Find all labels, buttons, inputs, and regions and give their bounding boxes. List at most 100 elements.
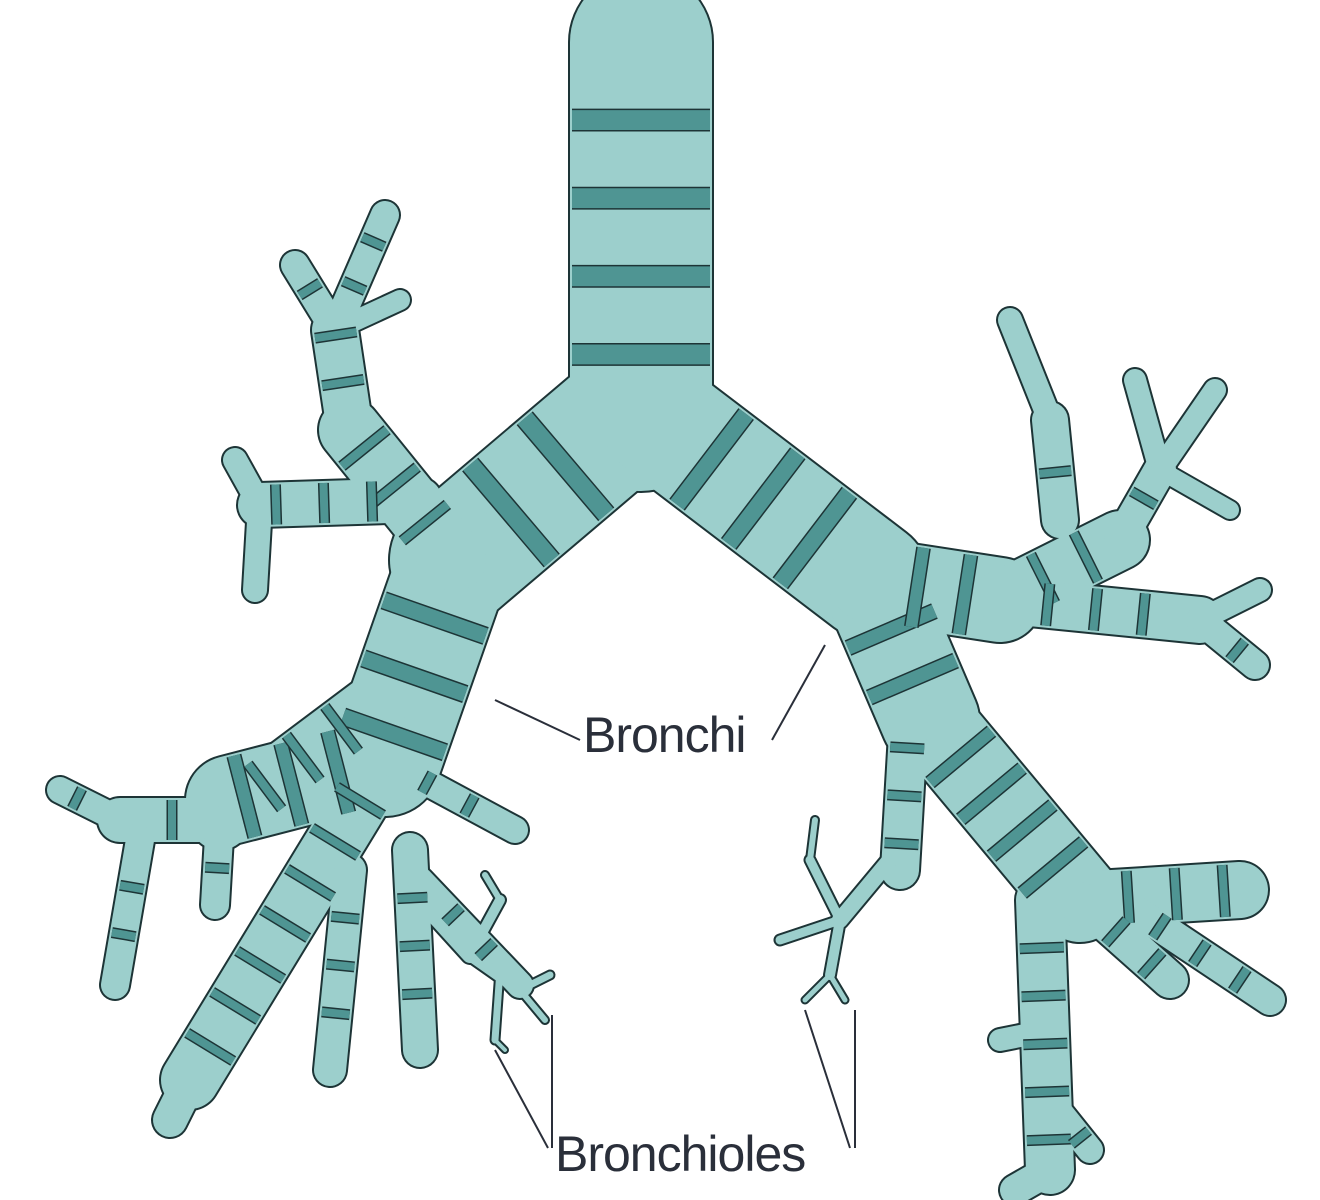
airway-segment	[1124, 369, 1171, 481]
airway-segment	[153, 1063, 207, 1137]
airway-segment	[407, 867, 533, 998]
airway-segment	[1104, 454, 1176, 556]
cartilage-ring	[111, 928, 137, 941]
cartilage-ring	[905, 546, 930, 628]
cartilage-ring	[866, 654, 959, 704]
cartilage-ring	[271, 484, 281, 525]
cartilage-ring	[1018, 837, 1088, 898]
cartilage-ring	[321, 729, 355, 815]
leader-line	[494, 699, 581, 741]
cartilage-ring	[360, 651, 468, 702]
cartilage-ring	[381, 592, 489, 644]
cartilage-ring	[1068, 1127, 1092, 1148]
cartilage-ring	[1021, 991, 1066, 1001]
cartilage-ring	[1041, 583, 1054, 627]
airway-segment	[101, 826, 154, 999]
cartilage-ring	[68, 786, 86, 811]
airway-segment	[832, 852, 898, 928]
cartilage-ring	[1129, 487, 1158, 509]
airway-segment	[825, 915, 845, 980]
cartilage-ring	[244, 761, 285, 812]
leader-lines	[494, 644, 856, 1149]
airway-segment	[325, 290, 410, 340]
airway-segment	[1189, 579, 1271, 631]
cartilage-ring	[341, 277, 367, 295]
cartilage-ring	[184, 1029, 236, 1065]
airway-segment	[802, 972, 833, 1003]
cartilage-ring	[1038, 466, 1072, 478]
cartilage-ring	[321, 703, 362, 754]
airway-segment	[517, 987, 548, 1023]
cartilage-ring	[209, 988, 261, 1024]
cartilage-ring	[1149, 913, 1171, 940]
cartilage-ring	[418, 771, 436, 795]
airway-segment	[493, 1038, 507, 1052]
cartilage-ring	[956, 763, 1026, 824]
cartilage-ring	[340, 709, 448, 760]
cartilage-ring	[402, 989, 433, 999]
airway-segment	[482, 872, 503, 903]
cartilage-ring	[1189, 940, 1211, 967]
airway-segment	[372, 747, 528, 843]
airway-segment	[1149, 379, 1226, 481]
cartilage-ring	[1102, 917, 1130, 947]
airway-segment	[1105, 885, 1285, 1015]
cartilage-ring	[987, 800, 1057, 861]
cartilage-ring	[1226, 638, 1248, 663]
cartilage-ring	[460, 793, 479, 818]
airway-segment	[827, 972, 848, 1003]
cartilage-ring	[227, 754, 261, 839]
cartilage-ring	[326, 960, 355, 971]
cartilage-ring	[1070, 531, 1102, 584]
cartilage-ring	[463, 458, 559, 567]
cartilage-ring	[442, 904, 464, 926]
cartilage-ring	[1122, 870, 1134, 924]
cartilage-ring	[119, 881, 145, 894]
cartilage-ring	[234, 947, 286, 983]
cartilage-ring	[1229, 966, 1251, 993]
cartilage-ring	[274, 741, 308, 827]
cartilage-ring	[339, 426, 390, 470]
cartilage-ring	[367, 481, 377, 522]
leader-line	[804, 1009, 851, 1149]
airway-segment	[464, 949, 526, 996]
leader-line	[771, 644, 826, 741]
airway-segment	[805, 855, 845, 925]
cartilage-ring	[722, 448, 805, 550]
cartilage-ring	[321, 1007, 351, 1019]
cartilage-ring	[297, 279, 323, 299]
cartilage-ring	[773, 487, 856, 589]
cartilage-ring	[1019, 943, 1064, 953]
cartilage-ring	[204, 863, 230, 873]
airway-segment	[775, 915, 845, 945]
airway-segment	[1000, 1155, 1065, 1200]
cartilage-ring	[889, 742, 925, 753]
cartilage-ring	[1218, 864, 1230, 918]
cartilage-ring	[1026, 1135, 1072, 1145]
airway-segment	[465, 895, 505, 960]
airway-segment	[516, 971, 554, 994]
cartilage-ring	[314, 327, 358, 343]
cartilage-ring	[399, 941, 430, 951]
airway-segment	[1151, 461, 1239, 519]
cartilage-ring	[397, 893, 428, 903]
cartilage-ring	[284, 865, 336, 901]
cartilage-ring	[887, 790, 922, 801]
cartilage-ring	[517, 412, 614, 521]
cartilage-ring	[283, 732, 324, 783]
cartilage-ring	[1137, 593, 1150, 636]
cartilage-ring	[319, 482, 329, 524]
airway-tree	[45, 0, 1287, 1200]
cartilage-ring	[399, 501, 451, 545]
cartilage-ring	[1170, 867, 1182, 921]
leader-line	[494, 1049, 549, 1149]
bronchioles-label: Bronchioles	[555, 1126, 806, 1182]
cartilage-ring	[259, 906, 311, 942]
cartilage-ring	[309, 824, 361, 860]
cartilage-ring	[360, 233, 386, 251]
airway-segment	[243, 493, 272, 602]
cartilage-ring	[1023, 1039, 1068, 1049]
cartilage-ring	[321, 375, 365, 390]
cartilage-ring	[369, 463, 420, 507]
